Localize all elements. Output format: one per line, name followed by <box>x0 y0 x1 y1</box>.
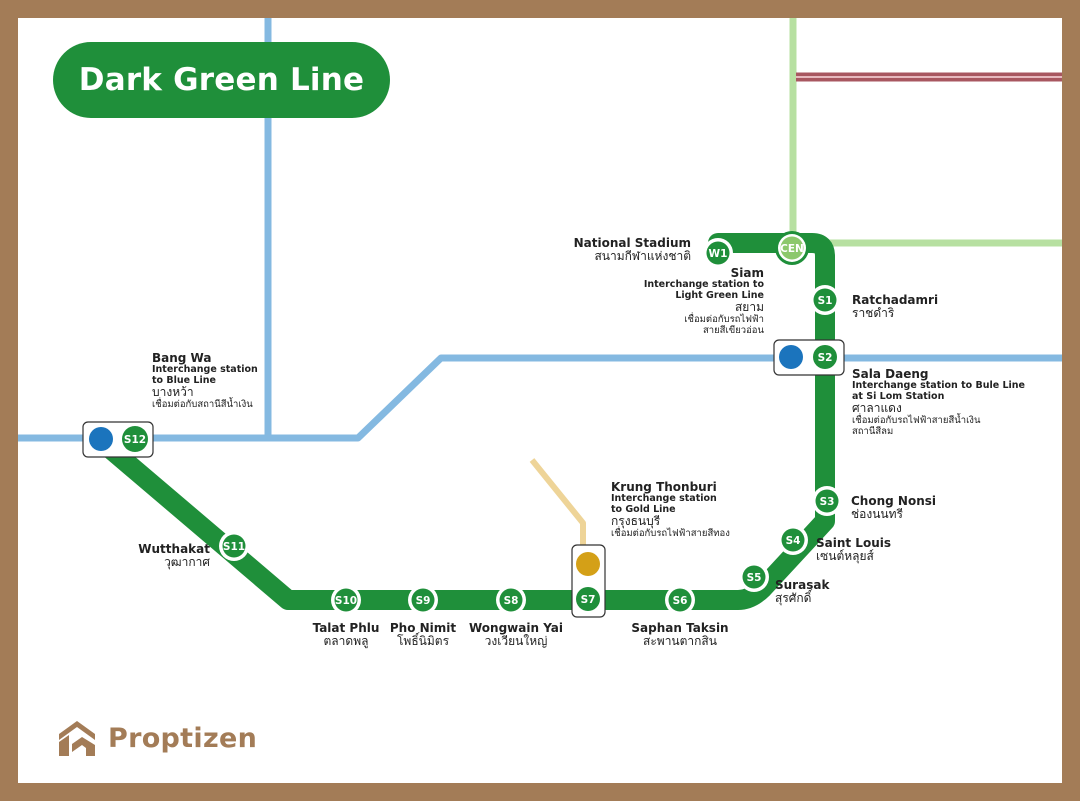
svg-text:S2: S2 <box>818 352 833 364</box>
station-sub-th: เชื่อมต่อกับรถไฟฟ้า <box>684 313 764 325</box>
svg-text:S9: S9 <box>416 595 431 607</box>
station-name-th: ตลาดพลู <box>323 634 369 649</box>
page-title: Dark Green Line <box>78 62 365 98</box>
station-name-th: เซนต์หลุยส์ <box>816 549 874 564</box>
svg-text:S11: S11 <box>223 541 245 553</box>
brand-name: Proptizen <box>108 722 258 754</box>
station-marker-s9[interactable]: S9 <box>408 585 438 615</box>
station-sub-en: Interchange station <box>611 493 717 505</box>
station-marker-s6[interactable]: S6 <box>665 585 695 615</box>
station-name-en: Pho Nimit <box>389 621 457 635</box>
station-name-en: Chong Nonsi <box>851 494 936 508</box>
station-name-th: วุฒากาศ <box>164 555 210 570</box>
station-marker-w1[interactable]: W1 <box>703 238 733 268</box>
label-s9: Pho Nimit โพธิ์นิมิตร <box>378 621 468 649</box>
station-sub-th: เชื่อมต่อกับรถไฟฟ้าสายสีน้ำเงิน <box>852 414 981 426</box>
station-marker-s4[interactable]: S4 <box>778 525 808 555</box>
label-s2: Sala Daeng Interchange station to Bule L… <box>852 367 1025 438</box>
label-cen: Siam Interchange station to Light Green … <box>638 266 764 337</box>
station-name-en: Wutthakat <box>138 542 210 556</box>
station-sub-en: Interchange station <box>152 364 258 376</box>
station-name-en: Bang Wa <box>152 351 212 365</box>
svg-text:S12: S12 <box>124 434 146 446</box>
label-s7: Krung Thonburi Interchange station to Go… <box>611 480 730 540</box>
station-marker-s11[interactable]: S11 <box>219 531 249 561</box>
label-s11: Wutthakat วุฒากาศ <box>118 542 210 570</box>
brand-logo: Proptizen <box>56 718 257 758</box>
label-s10: Talat Phlu ตลาดพลู <box>301 621 391 649</box>
label-s3: Chong Nonsi ช่องนนทรี <box>851 494 936 522</box>
station-marker-s3[interactable]: S3 <box>812 486 842 516</box>
station-marker-cen[interactable]: CEN <box>775 231 809 265</box>
station-sub-th: สายสีเขียวอ่อน <box>702 324 764 336</box>
svg-text:CEN: CEN <box>780 243 804 255</box>
label-s12: Bang Wa Interchange station to Blue Line… <box>152 351 258 411</box>
station-sub-th: เชื่อมต่อกับรถไฟฟ้าสายสีทอง <box>611 527 730 539</box>
station-marker-s5[interactable]: S5 <box>739 562 769 592</box>
route-map: W1 CEN S1 S2 S3 S4 S5 S6 <box>18 18 1062 618</box>
station-name-th: กรุงธนบุรี <box>611 514 661 529</box>
station-name-th: สนามกีฬาแห่งชาติ <box>594 249 691 264</box>
station-name-en: Saint Louis <box>816 536 891 550</box>
svg-text:S3: S3 <box>820 496 835 508</box>
svg-text:W1: W1 <box>709 248 728 260</box>
station-name-en: Wongwain Yai <box>468 621 563 635</box>
station-name-th: ศาลาแดง <box>852 401 902 416</box>
station-sub-en: to Blue Line <box>152 374 216 386</box>
blue-station-dot-bang-wa[interactable] <box>89 427 113 451</box>
map-frame: W1 CEN S1 S2 S3 S4 S5 S6 <box>18 18 1062 783</box>
station-name-th: วงเวียนใหญ่ <box>484 634 548 649</box>
label-w1: National Stadium สนามกีฬาแห่งชาติ <box>573 236 691 264</box>
svg-text:S4: S4 <box>786 535 801 547</box>
station-sub-en: to Gold Line <box>611 503 676 515</box>
station-sub-en: Interchange station to Bule Line <box>852 380 1025 392</box>
station-name-en: Saphan Taksin <box>631 621 729 635</box>
station-marker-s2[interactable]: S2 <box>813 345 837 369</box>
station-sub-en: Interchange station to <box>643 279 764 291</box>
station-marker-s1[interactable]: S1 <box>810 285 840 315</box>
label-s8: Wongwain Yai วงเวียนใหญ่ <box>461 621 571 649</box>
station-sub-th: สถานีสีลม <box>852 425 894 437</box>
station-name-th: สะพานตากสิน <box>643 634 717 649</box>
station-sub-en: Light Green Line <box>675 289 764 301</box>
label-s1: Ratchadamri ราชดำริ <box>852 293 939 321</box>
line-title-badge: Dark Green Line <box>53 42 390 118</box>
station-name-th: บางหว้า <box>152 385 194 400</box>
station-name-th: ช่องนนทรี <box>851 507 903 522</box>
station-name-en: Siam <box>730 266 764 280</box>
label-s4: Saint Louis เซนต์หลุยส์ <box>816 536 891 564</box>
svg-text:S1: S1 <box>818 295 833 307</box>
station-name-th: สุรศักดิ์ <box>775 591 812 606</box>
gold-station-dot[interactable] <box>576 552 600 576</box>
svg-text:S7: S7 <box>581 594 596 606</box>
svg-text:S6: S6 <box>673 595 688 607</box>
svg-text:S8: S8 <box>504 595 519 607</box>
svg-text:S5: S5 <box>747 572 762 584</box>
station-sub-en: at Si Lom Station <box>852 390 945 402</box>
station-marker-s12[interactable]: S12 <box>122 426 148 452</box>
proptizen-logo-icon <box>59 721 95 756</box>
station-sub-th: เชื่อมต่อกับสถานีสีน้ำเงิน <box>152 398 253 410</box>
station-name-en: Surasak <box>775 578 830 592</box>
station-marker-s7[interactable]: S7 <box>576 587 600 611</box>
station-name-th: สยาม <box>734 300 764 315</box>
blue-line <box>18 354 1062 442</box>
station-name-th: โพธิ์นิมิตร <box>396 634 450 649</box>
station-name-en: Krung Thonburi <box>611 480 717 494</box>
station-name-en: National Stadium <box>573 236 691 250</box>
station-name-en: Ratchadamri <box>852 293 939 307</box>
station-name-en: Sala Daeng <box>852 367 929 381</box>
station-name-en: Talat Phlu <box>312 621 380 635</box>
label-s6: Saphan Taksin สะพานตากสิน <box>620 621 740 649</box>
station-marker-s8[interactable]: S8 <box>496 585 526 615</box>
station-marker-s10[interactable]: S10 <box>331 585 361 615</box>
label-s5: Surasak สุรศักดิ์ <box>775 578 830 606</box>
station-name-th: ราชดำริ <box>852 306 895 321</box>
svg-text:S10: S10 <box>335 595 357 607</box>
blue-station-dot-si-lom[interactable] <box>779 345 803 369</box>
